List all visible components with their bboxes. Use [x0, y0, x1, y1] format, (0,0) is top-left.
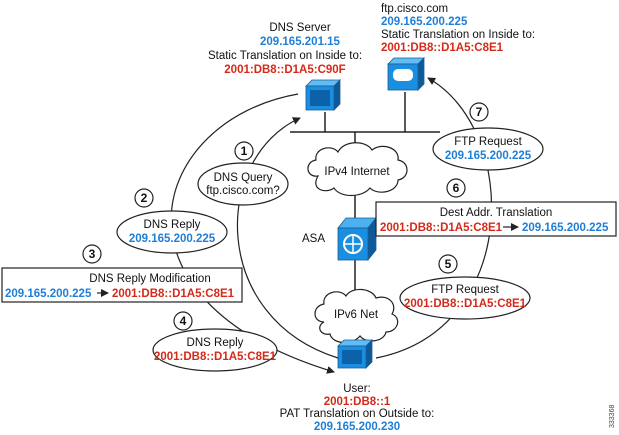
ftp-server-name: ftp.cisco.com — [381, 3, 448, 15]
figure-id: 333368 — [609, 405, 616, 428]
step-3: 3 DNS Reply Modification 209.165.200.225… — [1, 244, 243, 303]
dns-server-nat-label: Static Translation on Inside to: — [208, 50, 362, 62]
step-5-line2: 2001:DB8::D1A5:C8E1 — [404, 298, 527, 310]
step-2-line1: DNS Reply — [144, 219, 201, 231]
step-7-line2: 209.165.200.225 — [445, 150, 532, 162]
ftp-server-nat-ip: 2001:DB8::D1A5:C8E1 — [381, 42, 504, 54]
step-3-to: 2001:DB8::D1A5:C8E1 — [112, 288, 235, 300]
user-nat-label: PAT Translation on Outside to: — [280, 408, 435, 420]
step-4: 4 DNS Reply 2001:DB8::D1A5:C8E1 — [152, 311, 278, 372]
svg-text:1: 1 — [241, 144, 248, 158]
step-1-line1: DNS Query — [214, 172, 273, 184]
svg-text:6: 6 — [453, 181, 460, 195]
step-2-line2: 209.165.200.225 — [129, 233, 216, 245]
dns-server-ip: 209.165.201.15 — [260, 36, 341, 48]
asa-firewall-icon — [337, 216, 377, 262]
ipv4-internet-cloud: IPv4 Internet — [307, 142, 408, 197]
ipv4-cloud-label: IPv4 Internet — [324, 166, 390, 178]
arrow-dns-query — [236, 117, 339, 359]
step-7: 7 FTP Request 209.165.200.225 — [432, 102, 544, 171]
ipv6-net-cloud: IPv6 Net — [314, 288, 399, 344]
step-5-line1: FTP Request — [431, 284, 499, 296]
svg-text:5: 5 — [445, 257, 452, 271]
svg-text:2: 2 — [141, 191, 148, 205]
ftp-server-nat-label: Static Translation on Inside to: — [381, 29, 535, 41]
step-5: 5 FTP Request 2001:DB8::D1A5:C8E1 — [399, 254, 531, 320]
step-6: 6 Dest Addr. Translation 2001:DB8::D1A5:… — [375, 178, 617, 237]
step-1: 1 DNS Query ftp.cisco.com? — [197, 141, 289, 206]
step-6-line1: Dest Addr. Translation — [440, 207, 553, 219]
svg-text:3: 3 — [89, 247, 96, 261]
user-label: User: — [343, 383, 370, 395]
ipv6-cloud-label: IPv6 Net — [334, 309, 379, 321]
step-4-line1: DNS Reply — [187, 337, 244, 349]
dns-server-title: DNS Server — [269, 22, 331, 34]
user-nat-ip: 209.165.200.230 — [314, 421, 400, 433]
step-3-from: 209.165.200.225 — [5, 288, 92, 300]
step-6-to: 209.165.200.225 — [522, 222, 609, 234]
user-ip: 2001:DB8::1 — [324, 396, 391, 408]
step-7-line1: FTP Request — [454, 136, 522, 148]
step-6-from: 2001:DB8::D1A5:C8E1 — [380, 222, 503, 234]
user-pc-icon — [337, 339, 373, 369]
ftp-server-icon — [387, 57, 425, 91]
ftp-server-ip: 209.165.200.225 — [381, 16, 468, 28]
step-2: 2 DNS Reply 209.165.200.225 — [116, 188, 228, 254]
step-4-line2: 2001:DB8::D1A5:C8E1 — [154, 351, 277, 363]
svg-text:4: 4 — [180, 314, 187, 328]
step-1-line2: ftp.cisco.com? — [206, 185, 280, 197]
asa-label: ASA — [302, 233, 325, 245]
dns-server-nat-ip: 2001:DB8::D1A5:C90F — [224, 64, 345, 76]
svg-text:7: 7 — [476, 105, 483, 119]
dns-server-icon — [305, 79, 341, 111]
step-3-line1: DNS Reply Modification — [89, 273, 210, 285]
